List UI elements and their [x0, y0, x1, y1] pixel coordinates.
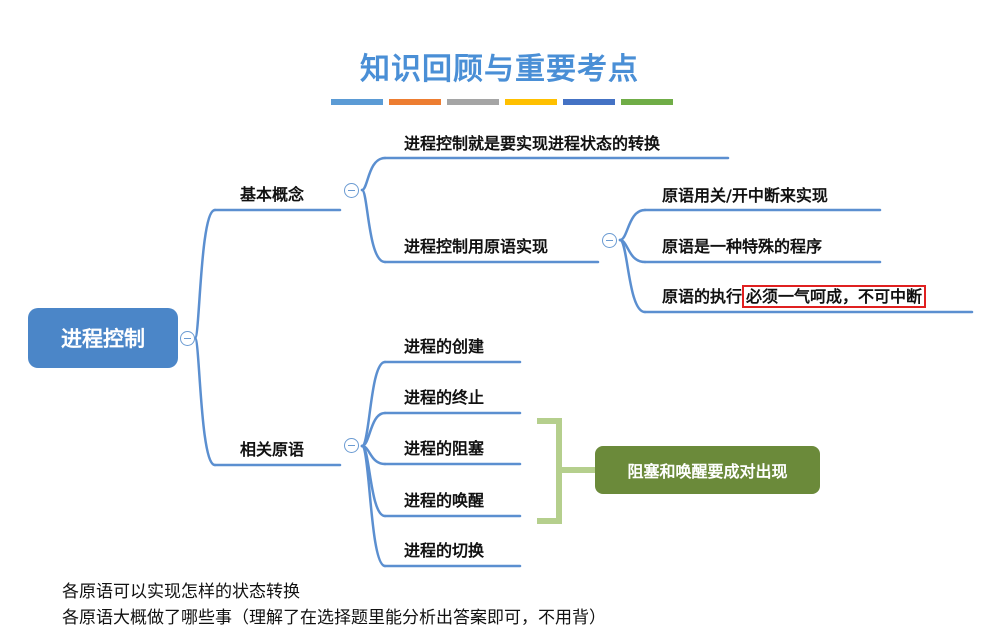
item2-child-3-prefix: 原语的执行: [662, 287, 743, 306]
connector-root-basic: [193, 208, 217, 340]
connector-basic-item1: [360, 156, 387, 192]
collapse-root-icon[interactable]: [180, 331, 195, 346]
collapse-item2-icon[interactable]: [602, 233, 617, 248]
related-item[interactable]: 进程的创建: [404, 337, 485, 356]
highlighted-phrase: 必须一气呵成，不可中断: [742, 285, 927, 308]
related-item[interactable]: 进程的阻塞: [404, 439, 485, 458]
related-item[interactable]: 进程的切换: [404, 541, 485, 560]
related-item[interactable]: 进程的唤醒: [404, 491, 485, 510]
connector-item2-c1: [618, 208, 647, 242]
item2-child-3[interactable]: 原语的执行必须一气呵成，不可中断: [662, 283, 927, 308]
basic-item1[interactable]: 进程控制就是要实现进程状态的转换: [404, 134, 661, 153]
branch-basic-label[interactable]: 基本概念: [240, 185, 305, 204]
connector-item2-c3: [618, 238, 647, 314]
color-bar-segment: [331, 99, 383, 105]
color-bar-segment: [621, 99, 673, 105]
color-bar-segment: [389, 99, 441, 105]
root-node[interactable]: 进程控制: [28, 308, 178, 368]
related-item[interactable]: 进程的终止: [404, 388, 485, 407]
connector-related-1: [360, 360, 387, 448]
page-title: 知识回顾与重要考点: [360, 52, 639, 87]
item2-child-1[interactable]: 原语用关/开中断来实现: [662, 186, 828, 205]
pair-bracket: [537, 418, 595, 524]
connector-related-5: [360, 444, 387, 568]
branch-related-label[interactable]: 相关原语: [240, 440, 305, 459]
color-bar-segment: [505, 99, 557, 105]
color-bar-segment: [563, 99, 615, 105]
item2-child-2[interactable]: 原语是一种特殊的程序: [662, 237, 823, 256]
note-line: 各原语可以实现怎样的状态转换: [62, 582, 300, 602]
basic-item2[interactable]: 进程控制用原语实现: [404, 237, 549, 256]
callout-box[interactable]: 阻塞和唤醒要成对出现: [595, 446, 820, 494]
color-bar-segment: [447, 99, 499, 105]
connector-related-2: [360, 411, 387, 448]
collapse-basic-icon[interactable]: [344, 183, 359, 198]
collapse-related-icon[interactable]: [344, 438, 359, 453]
note-line: 各原语大概做了哪些事（理解了在选择题里能分析出答案即可，不用背）: [62, 608, 606, 628]
connector-root-related: [193, 336, 217, 467]
connector-basic-item2: [360, 188, 387, 264]
